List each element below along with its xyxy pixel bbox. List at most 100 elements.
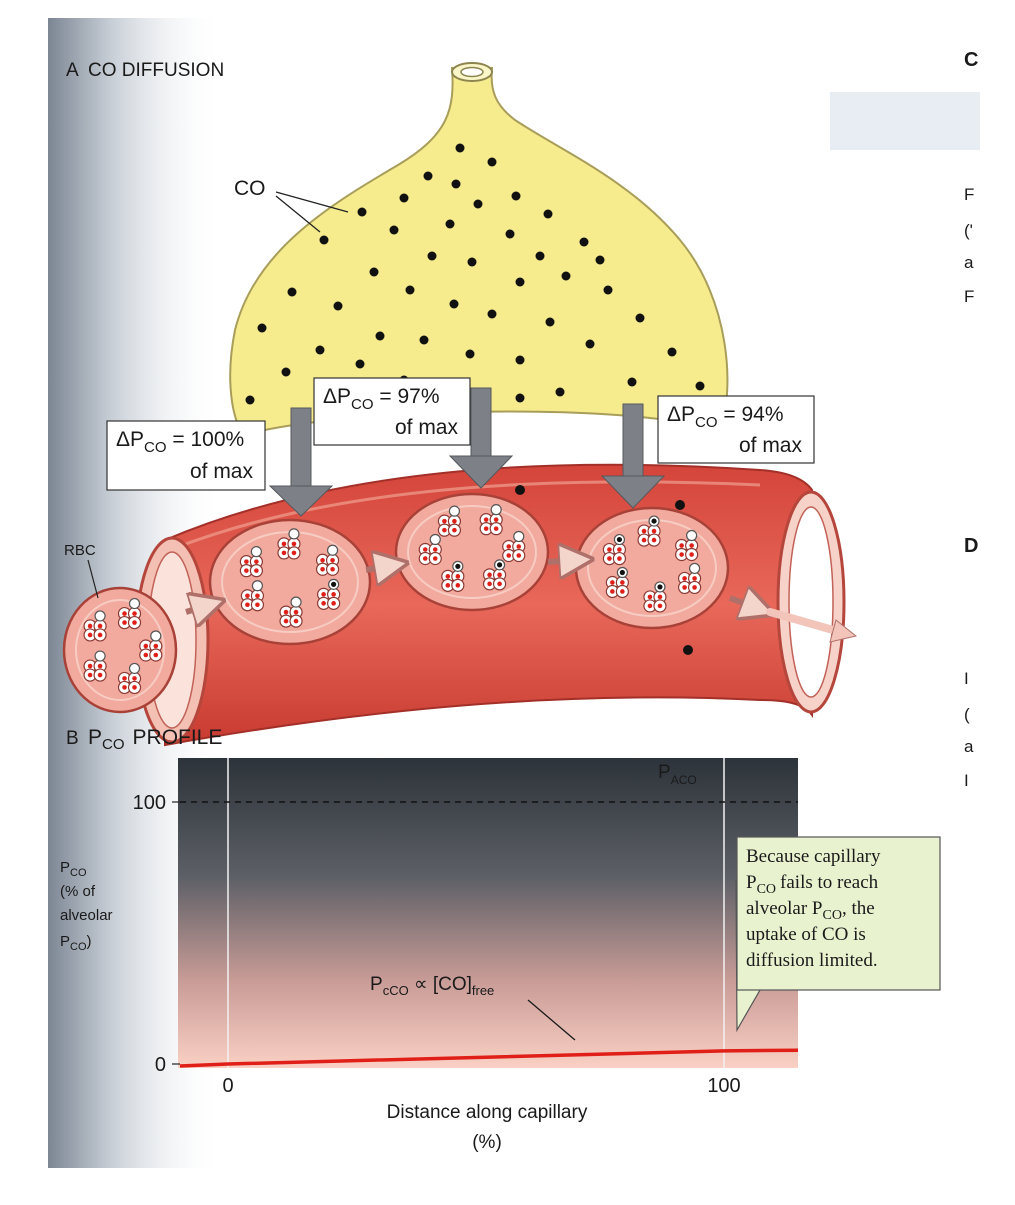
margin-letter: ( [964,705,970,724]
co-molecule [543,209,553,219]
co-molecule [511,191,521,201]
hemoglobin [502,530,526,563]
co-molecule [579,237,589,247]
co-molecule [333,301,343,311]
callout-3-sub: CO [695,414,718,431]
bound-co-molecule [651,518,657,524]
hemoglobin [643,581,667,613]
hemoglobin [605,566,629,599]
capillary-highlight [169,480,761,552]
note-line-4: uptake of CO is [746,924,866,945]
flow-arrow-2 [365,565,395,570]
x-tick-label: 100 [707,1075,740,1097]
svg-text:ΔPCO = 100%: ΔPCO = 100% [116,428,244,456]
co-molecule [487,309,497,319]
co-molecule [515,393,525,403]
callout-3-prefix: ΔP [667,403,695,426]
y-label-p2: P [60,933,70,950]
callout-2-prefix: ΔP [323,385,351,408]
hemoglobin [637,515,661,547]
y-axis-label: PCO (% of alveolar PCO) [60,859,113,953]
y-label-line-3: alveolar [60,907,113,924]
panel-b-letter: B [66,728,79,749]
rbc-label: RBC [64,542,96,559]
co-molecule [603,285,613,295]
panel-a: A CO DIFFUSION CO RBC [62,60,858,747]
bound-co-molecule [657,584,663,590]
co-molecule [287,287,297,297]
co-molecule [281,367,291,377]
capillary-pco-label: PcCO ∝ [CO]free [370,974,494,998]
co-molecule [245,395,255,405]
svg-text:ΔPCO = 94%: ΔPCO = 94% [667,403,784,431]
note-line-1: Because capillary [746,846,881,867]
callout-delta-p-3: ΔPCO = 94% of max [657,395,815,464]
hemoglobin [479,504,503,536]
co-pointer-line-1 [275,191,349,213]
co-molecule [369,267,379,277]
bound-co-molecule [455,563,461,569]
curve-label-sub: cCO [383,983,409,998]
co-molecule [357,207,367,217]
plasma-co-molecule [675,500,685,510]
callout-2-sub: CO [351,396,374,413]
co-molecule [405,285,415,295]
co-molecule [545,317,555,327]
co-molecule [695,381,705,391]
alveolar-label-p: P [658,762,671,783]
hemoglobin [437,505,462,537]
bound-co-molecule [616,536,623,543]
co-molecule [427,251,437,261]
diffusion-arrow-3 [600,403,666,509]
bound-co-molecule [619,569,625,576]
red-blood-cell [574,506,730,630]
co-molecule [667,347,677,357]
co-molecule [445,219,455,229]
callout-1-prefix: ΔP [116,428,144,451]
bound-co-molecule [331,581,337,587]
co-molecule [389,225,399,235]
note-line-2-sub: CO [757,882,776,897]
co-molecule [473,199,483,209]
co-label: CO [234,177,266,200]
hemoglobin [677,562,702,595]
capillary-outlet-lumen [788,506,834,698]
co-molecule [449,299,459,309]
co-molecule [505,229,515,239]
red-blood-cell [394,492,550,612]
co-molecule [423,171,433,181]
capillary-pco-curve [179,1048,799,1068]
co-molecule [515,355,525,365]
co-molecule [515,277,525,287]
plasma-co-molecule [515,485,525,495]
note-line-2-rest: fails to reach [780,872,879,893]
callout-1-value: = 100% [167,428,245,451]
x-axis-label-line-1: Distance along capillary [387,1102,588,1123]
co-pointer-line-2 [275,195,321,233]
callout-delta-p-1: ΔPCO = 100% of max [106,420,266,491]
co-molecule [555,387,565,397]
co-molecule [451,179,461,189]
co-molecule [319,235,329,245]
co-molecule [455,143,465,153]
flow-arrow-3 [547,560,580,562]
y-label-p: P [60,859,70,876]
x-tick-label: 0 [222,1075,233,1097]
hemoglobin [315,544,340,576]
rbc-pointer-line [87,559,99,599]
y-label-line-2: (% of [60,883,96,900]
plot-area [178,758,798,1068]
hemoglobin [83,650,107,682]
curve-label-sub2: free [472,983,494,998]
hemoglobin [277,528,301,560]
callout-2-value: = 97% [374,385,440,408]
curve-label-mid: ∝ [CO] [409,974,472,995]
co-molecule [487,157,497,167]
note-line-5: diffusion limited. [746,950,878,971]
margin-letter: I [964,771,969,790]
